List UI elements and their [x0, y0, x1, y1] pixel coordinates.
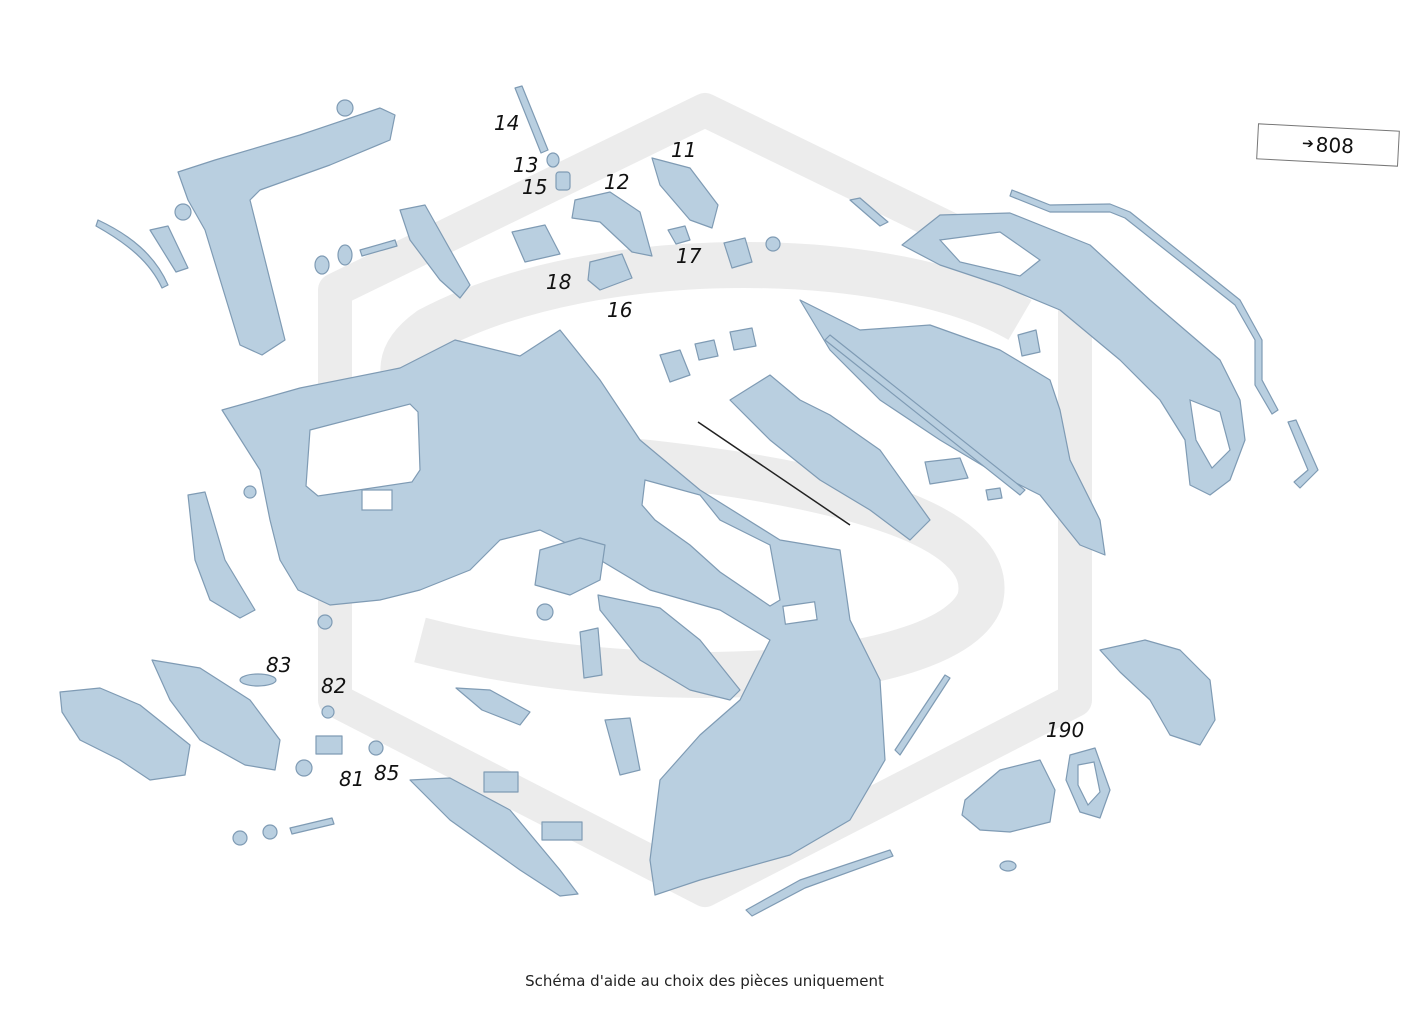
callout-18: 18	[546, 270, 571, 294]
callout-15: 15	[522, 175, 547, 199]
callout-190: 190	[1046, 718, 1084, 742]
reference-808-box: ➔ 808	[1256, 123, 1400, 167]
callout-81: 81	[339, 767, 364, 791]
callout-11: 11	[671, 138, 696, 162]
upper-trim	[901, 189, 1319, 496]
rear-diffuser	[799, 299, 1106, 556]
callout-17: 17	[676, 244, 702, 268]
callout-labels: 14 13 15 11 12 17 18 16 83 82 81 85 190	[266, 111, 1084, 791]
callout-16: 16	[607, 298, 632, 322]
upper-bracket	[95, 99, 396, 356]
right-lower-parts	[894, 639, 1216, 872]
callout-13: 13	[513, 153, 538, 177]
bumper-cover	[221, 329, 886, 896]
top-centre-parts	[511, 85, 889, 291]
reference-label: 808	[1315, 132, 1355, 159]
callout-83: 83	[266, 653, 291, 677]
callout-82: 82	[321, 674, 346, 698]
arrow-right-icon: ➔	[1301, 135, 1315, 153]
callout-12: 12	[604, 170, 629, 194]
lower-centre-parts	[409, 537, 894, 917]
callout-14: 14	[494, 111, 519, 135]
callout-85: 85	[374, 761, 399, 785]
centre-mesh	[659, 327, 1003, 541]
left-side-brackets	[59, 485, 384, 846]
diagram-caption: Schéma d'aide au choix des pièces unique…	[525, 972, 884, 990]
fasteners-top-left	[314, 204, 471, 299]
